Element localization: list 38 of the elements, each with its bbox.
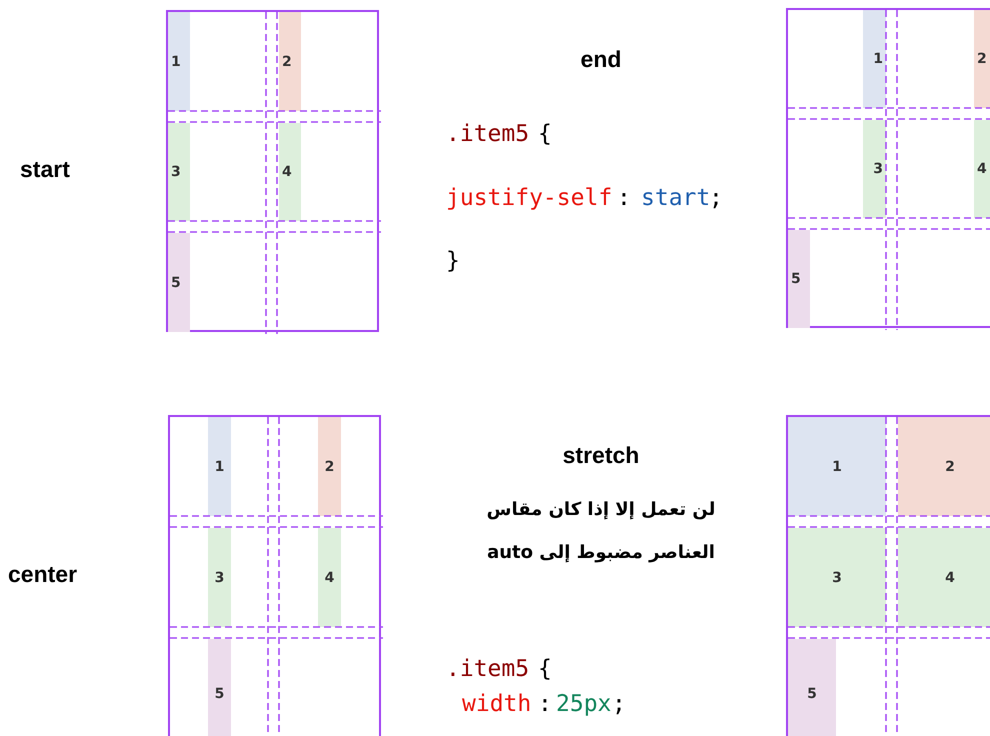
grid-item: 4 bbox=[974, 120, 990, 218]
grid-item: 3 bbox=[208, 528, 231, 627]
grid-item: 3 bbox=[168, 123, 190, 221]
code-brace: } bbox=[446, 248, 460, 274]
code-value: start bbox=[641, 185, 710, 211]
grid-item: 1 bbox=[208, 417, 231, 516]
code-property: width bbox=[462, 691, 532, 717]
code-brace: { bbox=[538, 656, 552, 682]
code-semicolon: ; bbox=[612, 691, 626, 717]
grid-item: 2 bbox=[974, 10, 990, 108]
row-label: start bbox=[20, 156, 70, 183]
heading: stretch bbox=[562, 442, 640, 469]
grid-item: 1 bbox=[863, 10, 886, 108]
note-text: لن تعمل إلا إذا كان مقاس العناصر مضبوط إلى auto bbox=[486, 498, 716, 565]
code-property: justify-self bbox=[446, 185, 612, 211]
code-colon: : bbox=[617, 185, 631, 211]
grid-item: 5 bbox=[208, 639, 231, 736]
grid-item: 2 bbox=[898, 417, 990, 516]
grid-item: 4 bbox=[279, 123, 301, 221]
code-semicolon: ; bbox=[709, 185, 723, 211]
code-selector: .item5 bbox=[446, 121, 530, 147]
heading: end bbox=[580, 46, 622, 73]
code-colon: : bbox=[538, 691, 552, 717]
grid-item: 4 bbox=[898, 528, 990, 627]
grid-item: 2 bbox=[279, 12, 301, 111]
grid-item: 2 bbox=[318, 417, 341, 516]
grid-item: 5 bbox=[168, 233, 190, 332]
grid-item: 3 bbox=[863, 120, 886, 218]
grid-item: 4 bbox=[318, 528, 341, 627]
grid-item: 1 bbox=[788, 417, 886, 516]
code-brace: { bbox=[538, 121, 552, 147]
row-label: center bbox=[8, 561, 78, 588]
grid-item: 5 bbox=[788, 639, 836, 736]
grid-item: 3 bbox=[788, 528, 886, 627]
grid-item: 5 bbox=[788, 230, 810, 328]
grid-item: 1 bbox=[168, 12, 190, 111]
code-value: 25px bbox=[556, 691, 612, 717]
code-selector: .item5 bbox=[446, 656, 530, 682]
